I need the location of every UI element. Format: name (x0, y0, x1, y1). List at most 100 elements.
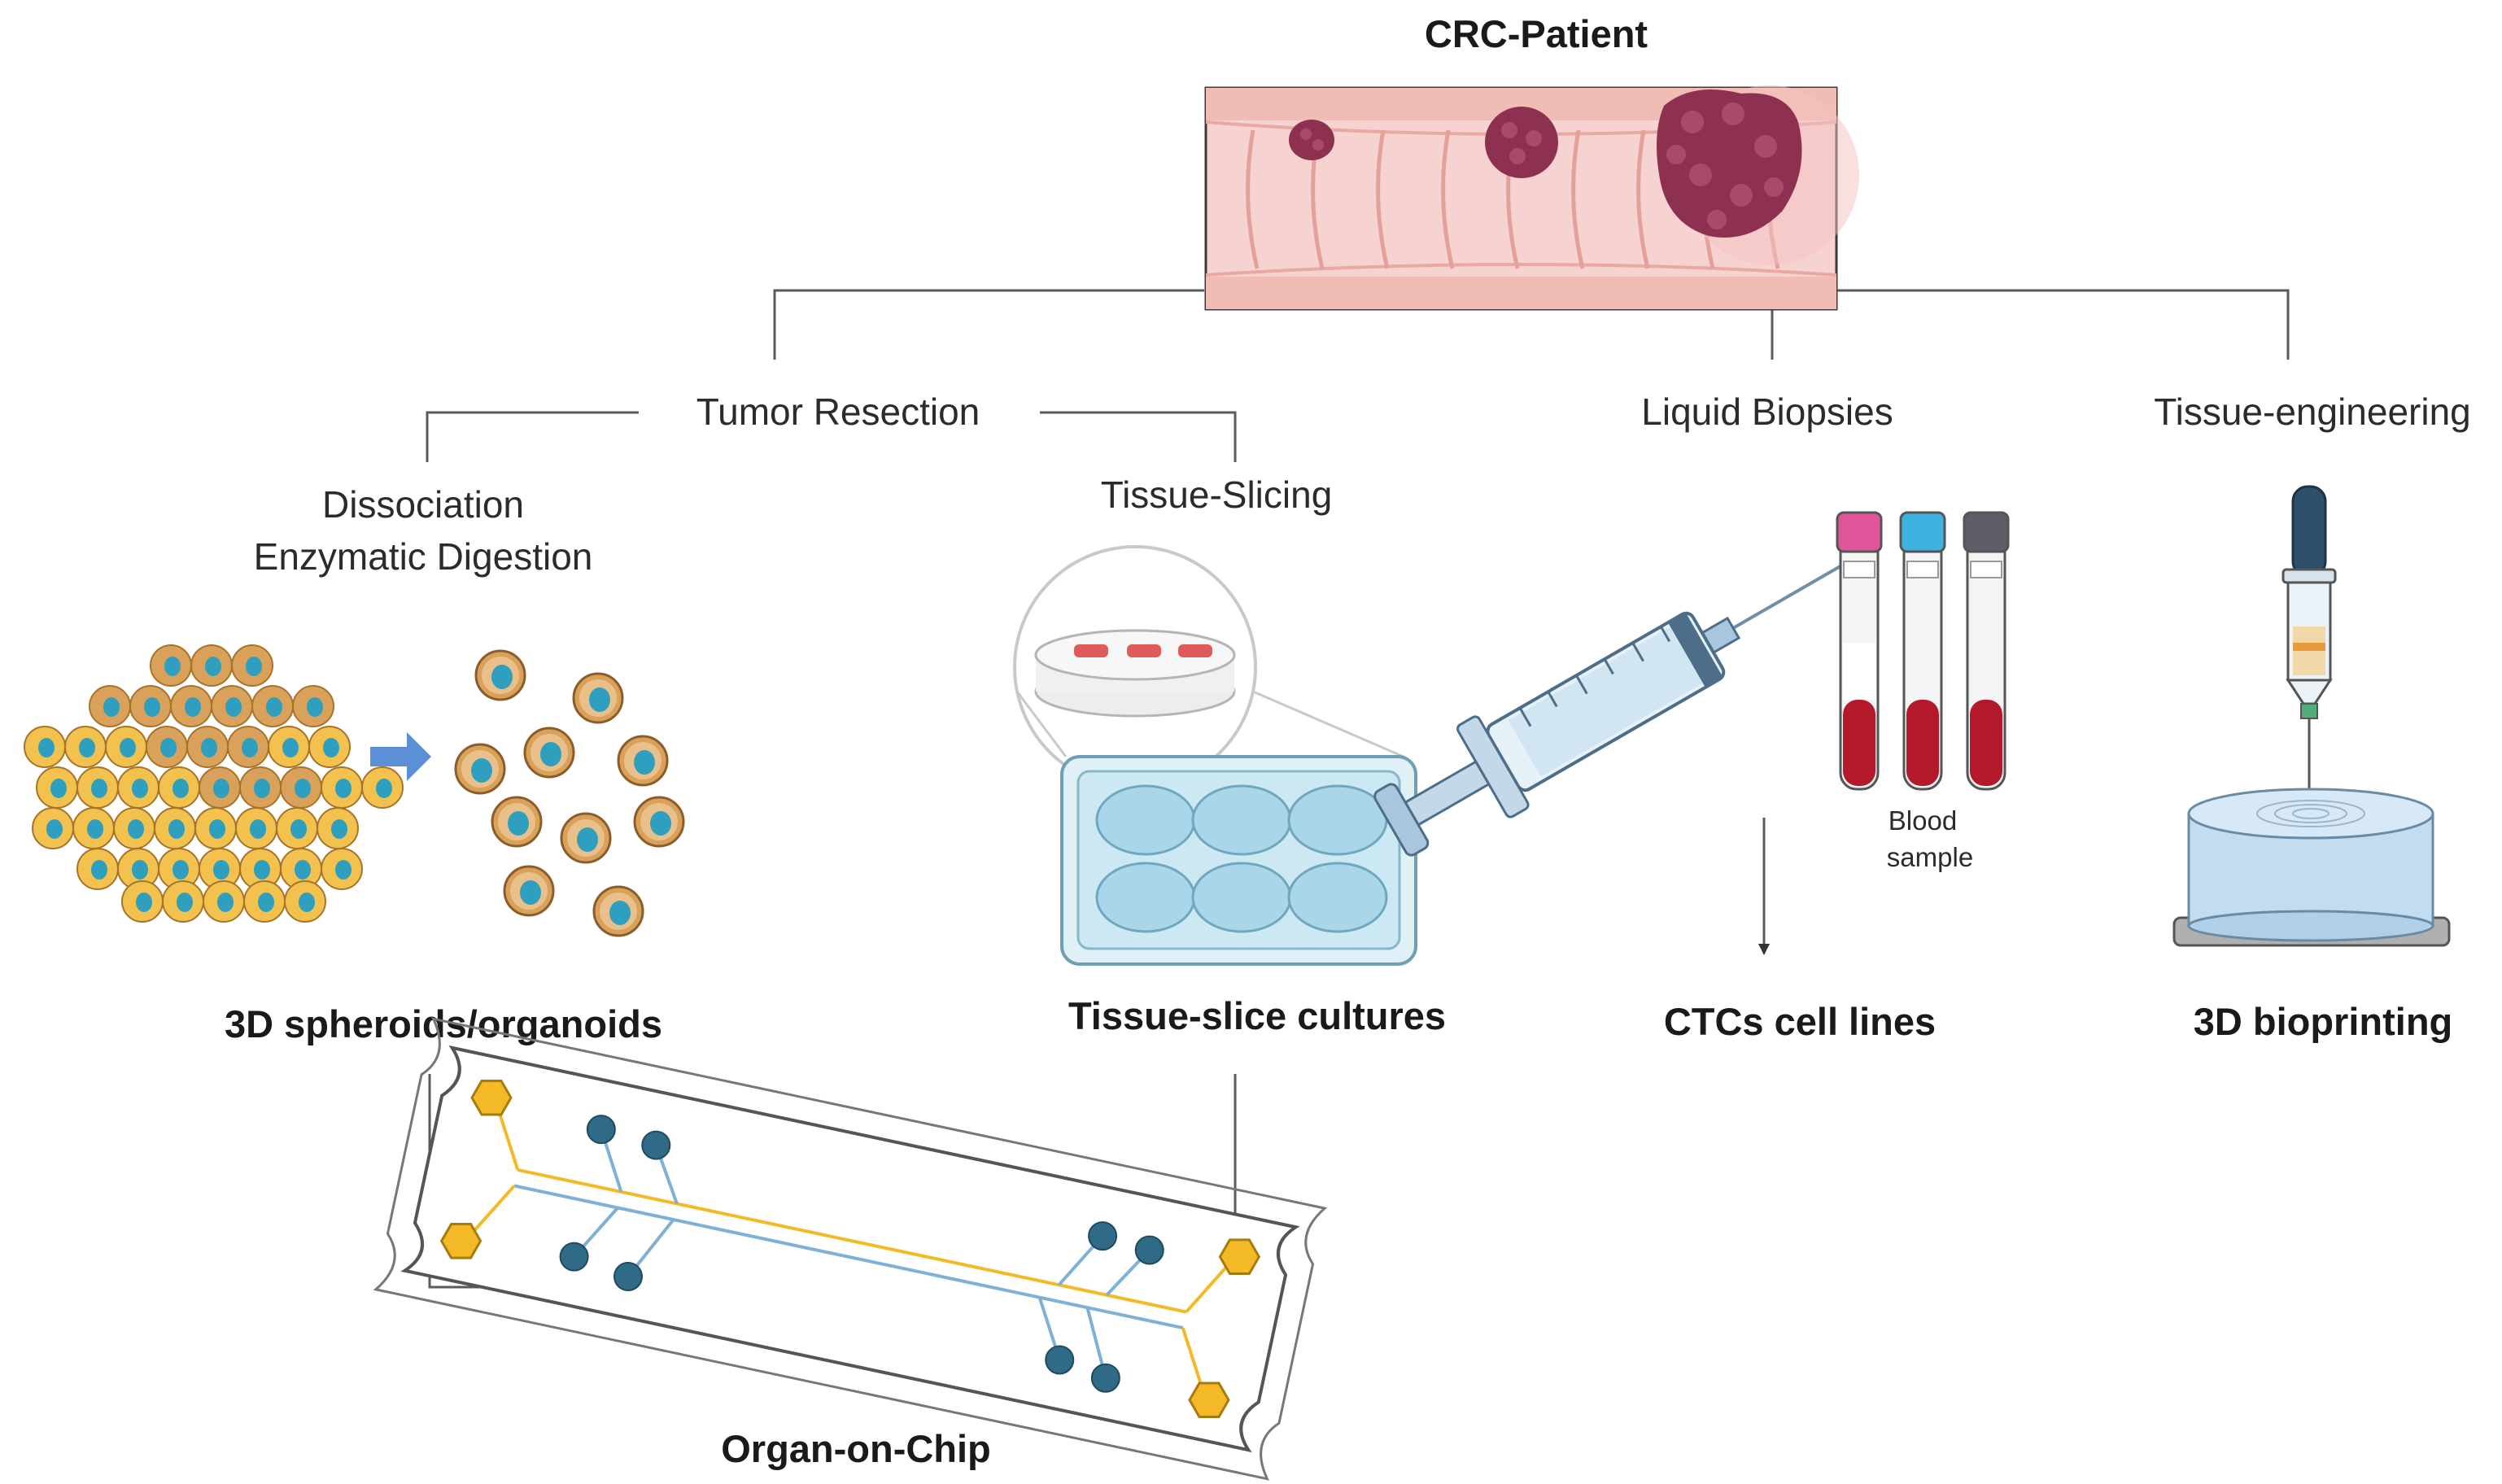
cluster-nucleus (172, 779, 189, 798)
dissociated-nucleus (471, 758, 492, 783)
chip-port (470, 1080, 513, 1116)
label-tumor-resection: Tumor Resection (696, 391, 980, 433)
label-3d-spheroids: 3D spheroids/organoids (225, 1002, 662, 1045)
cluster-nucleus (307, 697, 323, 717)
cluster-nucleus (254, 779, 270, 798)
cluster-nucleus (177, 893, 193, 912)
cluster-nucleus (132, 860, 148, 879)
cluster-nucleus (103, 697, 120, 717)
cluster-nucleus (295, 860, 311, 879)
chip-node (1088, 1221, 1118, 1251)
chip-node (1045, 1345, 1075, 1375)
connector-to-tissue-engineering (1834, 289, 2290, 360)
label-dissociation: Dissociation (322, 483, 524, 526)
label-tissue-slicing: Tissue-Slicing (1101, 474, 1333, 516)
chip-port (1218, 1238, 1261, 1275)
cell-cluster-icon (24, 644, 404, 923)
cluster-nucleus (132, 779, 148, 798)
organ-chip-icon (373, 1017, 1328, 1481)
chip-channel (513, 1184, 1184, 1330)
cluster-nucleus (295, 779, 311, 798)
connector-to-tissue-slicing (1040, 411, 1237, 462)
dissociated-nucleus (589, 687, 610, 712)
dissociated-nucleus (520, 880, 541, 905)
connectors (426, 289, 2290, 1293)
cluster-nucleus (246, 657, 262, 676)
cluster-nucleus (205, 657, 221, 676)
cluster-nucleus (128, 819, 144, 839)
dissociation-arrow-icon (370, 732, 431, 781)
chip-node (613, 1261, 643, 1291)
label-ctcs-cell-lines: CTCs cell lines (1664, 1000, 1936, 1043)
colon-tumor-icon (1204, 85, 1859, 311)
cluster-nucleus (335, 860, 352, 879)
label-tissue-engineering: Tissue-engineering (2154, 391, 2471, 433)
cluster-nucleus (168, 819, 185, 839)
cluster-nucleus (50, 779, 67, 798)
cluster-nucleus (164, 657, 181, 676)
chip-channel (1181, 1327, 1205, 1391)
cluster-nucleus (209, 819, 225, 839)
label-organ-on-chip: Organ-on-Chip (721, 1427, 991, 1470)
cluster-nucleus (335, 779, 352, 798)
cluster-nucleus (172, 860, 189, 879)
cluster-nucleus (258, 893, 274, 912)
well-plate-icon (1013, 545, 1417, 966)
cluster-nucleus (160, 738, 177, 757)
syringe-icon (1373, 560, 1850, 857)
cluster-nucleus (79, 738, 95, 757)
cluster-nucleus (242, 738, 258, 757)
organ-chip-channels (439, 1080, 1261, 1418)
label-3d-bioprinting: 3D bioprinting (2194, 1000, 2453, 1043)
cluster-nucleus (217, 893, 234, 912)
dissociated-nucleus (577, 827, 598, 852)
chip-channel (517, 1168, 1187, 1314)
cluster-nucleus (185, 697, 201, 717)
cluster-nucleus (213, 860, 229, 879)
cluster-nucleus (87, 819, 103, 839)
cluster-nucleus (144, 697, 160, 717)
label-enzymatic-digestion: Enzymatic Digestion (254, 535, 593, 578)
cluster-nucleus (225, 697, 242, 717)
cluster-nucleus (323, 738, 339, 757)
cluster-nucleus (331, 819, 347, 839)
cluster-nucleus (120, 738, 136, 757)
chip-channel (496, 1106, 520, 1171)
dissociated-cells-icon (454, 649, 685, 937)
chip-node (559, 1242, 589, 1272)
chip-channel (469, 1185, 516, 1236)
dissociated-nucleus (609, 901, 631, 925)
label-sample: sample (1887, 842, 1973, 872)
label-liquid-biopsies: Liquid Biopsies (1641, 391, 1893, 433)
connector-to-tumor-resection (773, 289, 1204, 360)
cluster-nucleus (290, 819, 307, 839)
chip-node (641, 1130, 671, 1160)
connector-to-dissociation (426, 411, 639, 462)
label-tissue-slice-cultures: Tissue-slice cultures (1068, 994, 1446, 1037)
dissociated-nucleus (650, 811, 671, 836)
chip-port (439, 1223, 482, 1259)
dissociated-nucleus (508, 811, 529, 836)
cluster-nucleus (91, 860, 107, 879)
cluster-nucleus (91, 779, 107, 798)
cluster-nucleus (266, 697, 282, 717)
blood-tubes-icon (1836, 511, 2010, 791)
cluster-nucleus (46, 819, 63, 839)
chip-channel (1185, 1262, 1232, 1313)
chip-port (1188, 1381, 1230, 1418)
cluster-nucleus (38, 738, 55, 757)
diagram-title: CRC-Patient (1425, 12, 1648, 55)
bioprinter-icon (2172, 485, 2451, 947)
cluster-nucleus (376, 779, 392, 798)
chip-node (1134, 1235, 1164, 1265)
label-blood: Blood (1889, 805, 1957, 836)
dissociated-nucleus (491, 665, 513, 689)
dissociated-nucleus (634, 750, 655, 775)
cluster-nucleus (282, 738, 299, 757)
cluster-nucleus (299, 893, 315, 912)
chip-node (586, 1115, 616, 1145)
dissociated-nucleus (540, 742, 561, 766)
cluster-nucleus (136, 893, 152, 912)
cluster-nucleus (201, 738, 217, 757)
